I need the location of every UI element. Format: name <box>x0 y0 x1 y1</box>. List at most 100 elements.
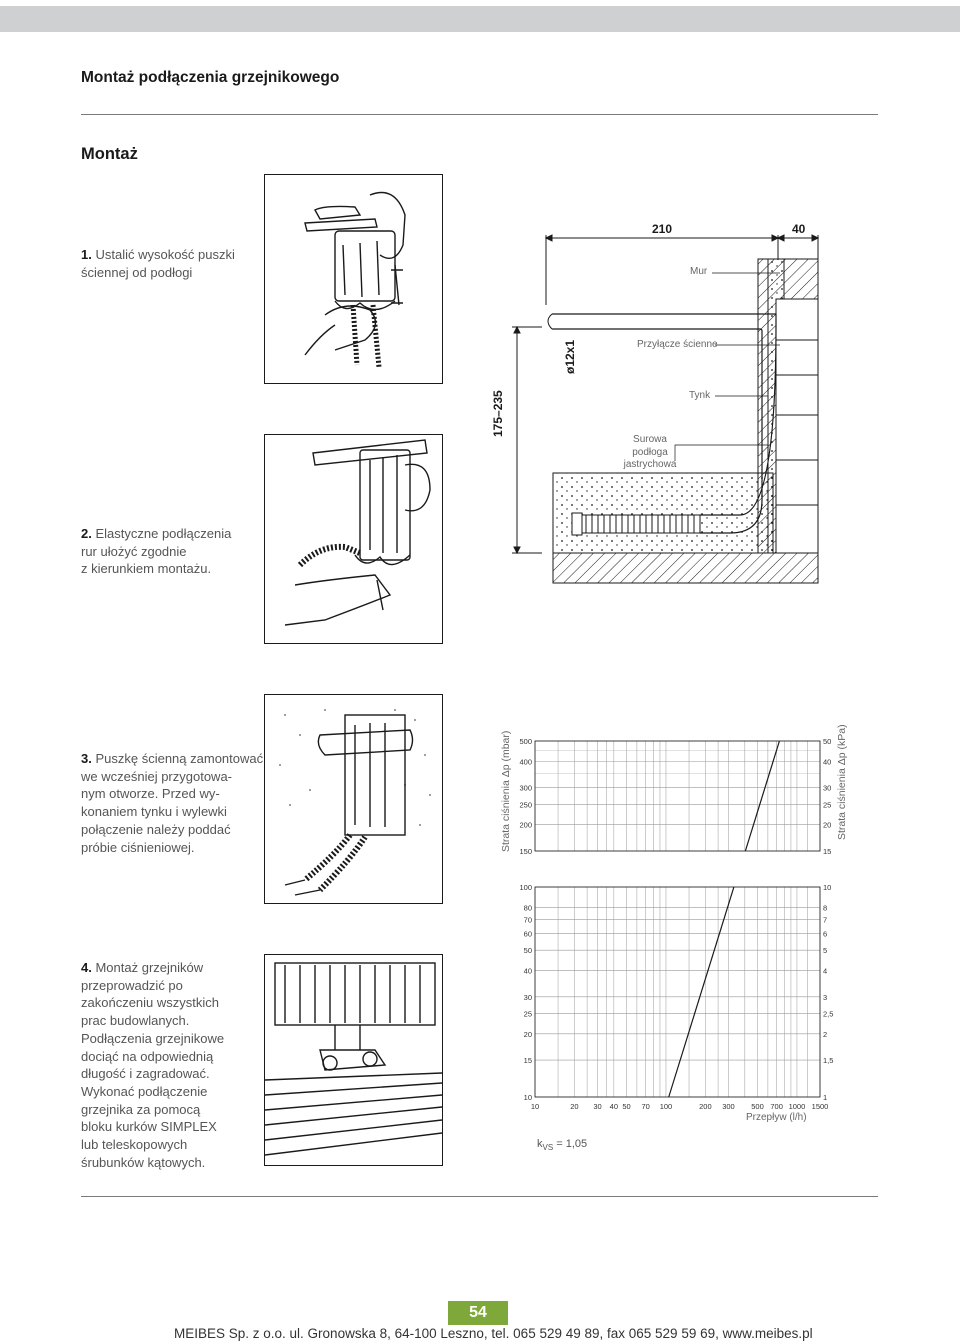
chart-xtick: 1000 <box>789 1102 806 1111</box>
chart-grid <box>534 740 821 1098</box>
chart-xtick: 30 <box>593 1102 601 1111</box>
chart-ytick-left: 10 <box>524 1093 532 1102</box>
page-header-title: Montaż podłączenia grzejnikowego <box>81 69 340 86</box>
kvs-sub: VS <box>542 1143 554 1153</box>
step-2-line: rur ułożyć zgodnie <box>81 543 187 559</box>
chart-frame-lower <box>534 886 821 1098</box>
step-3-line: nym otworze. Przed wy- <box>81 786 220 802</box>
label-surowa-line: jastrychowa <box>623 459 677 470</box>
chart-ytick-left: 70 <box>524 916 532 925</box>
chart-ylabel-left: Strata ciśnienia Δp (mbar) <box>500 730 512 852</box>
label-surowa-line: podłoga <box>632 446 668 458</box>
chart-ytick-right: 5 <box>823 946 827 955</box>
chart-series <box>668 740 780 1098</box>
chart-ytick-left: 40 <box>524 967 532 976</box>
step-4-line: lub teleskopowych <box>81 1137 188 1153</box>
installation-section-drawing <box>512 234 820 584</box>
label-tynk: Tynk <box>689 390 711 401</box>
step-2-illustration <box>264 434 443 644</box>
chart-ytick-right: 2 <box>823 1030 827 1039</box>
chart-xtick: 50 <box>622 1102 630 1111</box>
dim-wall-label: 40 <box>792 222 806 236</box>
step-4-line: długość i zagradować. <box>81 1066 210 1082</box>
step-1-number: 1. <box>81 247 92 262</box>
chart-xtick: 40 <box>610 1102 618 1111</box>
chart-ytick-right: 15 <box>823 847 831 856</box>
chart-ytick-left: 30 <box>524 993 532 1002</box>
chart-ytick-right: 40 <box>823 757 831 766</box>
chart-series-line-upper <box>744 740 780 852</box>
chart-ytick-right: 20 <box>823 821 831 830</box>
chart-ytick-right: 1 <box>823 1093 827 1102</box>
chart-xtick: 70 <box>642 1102 650 1111</box>
label-surowa-podloga: Surowa podłoga jastrychowa <box>612 434 688 472</box>
step-4-line: zakończeniu wszystkich <box>81 995 219 1011</box>
footer-text: MEIBES Sp. z o.o. ul. Gronowska 8, 64-10… <box>174 1326 813 1341</box>
chart-ytick-left: 150 <box>519 847 532 856</box>
step-3-line: konaniem tynku i wylewki <box>81 804 227 820</box>
chart-xlabel: Przepływ (l/h) <box>746 1112 807 1123</box>
step-2-line: Elastyczne podłączenia <box>95 526 232 541</box>
label-surowa-line: Surowa <box>633 434 667 445</box>
step-3-line: próbie ciśnieniowej. <box>81 839 195 855</box>
chart-ytick-right: 2,5 <box>823 1009 833 1018</box>
footer-divider <box>81 1196 878 1197</box>
chart-series-line-lower <box>668 886 735 1098</box>
chart-ytick-right: 3 <box>823 993 827 1002</box>
step-4-line: Podłączenia grzejnikowe <box>81 1030 225 1046</box>
chart-ytick-left: 250 <box>519 800 532 809</box>
chart-xtick: 700 <box>770 1102 783 1111</box>
chart-ytick-left: 80 <box>524 903 532 912</box>
step-2-line: z kierunkiem montażu. <box>81 561 212 577</box>
chart-ytick-right: 1,5 <box>823 1056 833 1065</box>
chart-ytick-left: 100 <box>519 883 532 892</box>
step-1-line: ściennej od podłogi <box>81 264 193 280</box>
step-1-line: Ustalić wysokość puszki <box>95 247 235 262</box>
chart-ytick-left: 50 <box>524 946 532 955</box>
chart-ylabel-right: Strata ciśnienia Δp (kPa) <box>836 724 848 840</box>
step-4-line: grzejnika za pomocą <box>81 1101 201 1117</box>
step-2-number: 2. <box>81 526 92 541</box>
label-przylacze: Przyłącze ścienne <box>637 339 718 350</box>
step-3-line: we wcześniej przygotowa- <box>81 768 233 784</box>
section-title: Montaż <box>81 145 138 163</box>
chart-ytick-left: 500 <box>519 737 532 746</box>
step-4-line: Montaż grzejników <box>95 960 204 975</box>
step-1-illustration <box>264 174 443 384</box>
kvs-label: kVS = 1,05 <box>537 1138 587 1152</box>
page-number-badge: 54 <box>448 1301 508 1325</box>
chart-xtick: 200 <box>699 1102 712 1111</box>
chart-ytick-left: 15 <box>524 1056 532 1065</box>
kvs-k: k <box>537 1138 543 1150</box>
chart-ytick-right: 7 <box>823 916 827 925</box>
header-divider <box>81 114 878 115</box>
chart-xtick: 500 <box>751 1102 764 1111</box>
chart-xtick: 1500 <box>812 1102 829 1111</box>
step-3-number: 3. <box>81 751 92 766</box>
chart-ytick-right: 25 <box>823 800 831 809</box>
chart-ytick-right: 8 <box>823 903 827 912</box>
chart-frame-upper <box>534 740 821 852</box>
step-3-line: połączenie należy poddać <box>81 821 231 837</box>
dim-width-label: 210 <box>652 222 673 236</box>
step-4-number: 4. <box>81 960 92 975</box>
step-4-line: dociąć na odpowiednią <box>81 1048 214 1064</box>
label-mur: Mur <box>690 266 708 277</box>
dim-height-label: 175–235 <box>491 390 505 437</box>
chart-ytick-left: 300 <box>519 784 532 793</box>
step-3-line: Puszkę ścienną zamontować <box>95 751 264 766</box>
step-4-line: śrubunków kątowych. <box>81 1154 206 1170</box>
chart-ytick-right: 50 <box>823 737 831 746</box>
chart-ytick-right: 30 <box>823 784 831 793</box>
step-4-line: bloku kurków SIMPLEX <box>81 1119 217 1135</box>
step-1-text: 1. Ustalić wysokość puszki ściennej od p… <box>81 246 235 281</box>
kvs-value: = 1,05 <box>556 1138 588 1150</box>
step-2-text: 2. Elastyczne podłączenia rur ułożyć zgo… <box>81 525 231 578</box>
chart-ytick-left: 20 <box>524 1030 532 1039</box>
chart-ytick-left: 200 <box>519 821 532 830</box>
top-bar <box>0 6 960 32</box>
step-3-illustration <box>264 694 443 904</box>
chart-ytick-left: 25 <box>524 1009 532 1018</box>
